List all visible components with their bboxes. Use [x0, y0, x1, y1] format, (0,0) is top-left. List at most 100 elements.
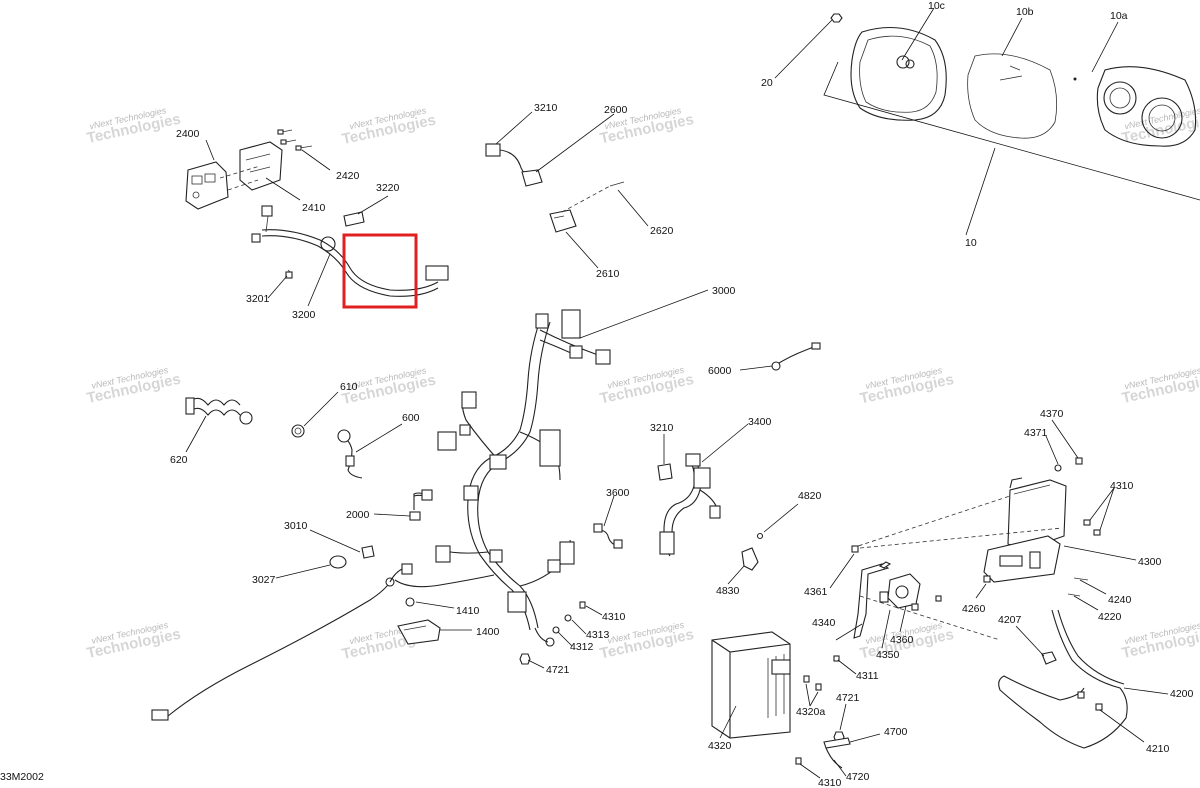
bracket-1400-group — [397, 597, 472, 645]
connector-3220-group — [343, 195, 389, 227]
label-600: 600 — [402, 412, 420, 424]
label-3027: 3027 — [252, 574, 276, 586]
label-4220: 4220 — [1098, 611, 1122, 623]
harness-3400-group — [657, 423, 749, 557]
harness-3200-group — [251, 205, 449, 307]
label-10b: 10b — [1016, 6, 1034, 18]
label-10: 10 — [965, 237, 977, 249]
housing-2410 — [239, 141, 283, 191]
label-4360: 4360 — [890, 634, 914, 646]
label-4721-lower: 4721 — [836, 692, 860, 704]
grommet-610 — [291, 424, 305, 438]
connector-2600 — [521, 169, 543, 187]
clip-1410 — [405, 597, 415, 607]
nut-4260 — [983, 575, 991, 583]
label-20: 20 — [761, 77, 773, 89]
nut-4721 — [519, 653, 531, 665]
connector-top-group — [485, 111, 649, 269]
terminal-group — [795, 703, 881, 779]
label-4320a: 4320a — [796, 706, 825, 718]
label-1400: 1400 — [476, 626, 500, 638]
pin-4220 — [1067, 593, 1081, 597]
label-3010: 3010 — [284, 520, 308, 532]
label-10a: 10a — [1110, 10, 1128, 22]
label-4240: 4240 — [1108, 594, 1132, 606]
battery-support-4300 — [1007, 479, 1067, 551]
cable-lower-left — [167, 581, 391, 717]
screw-4370 — [1075, 457, 1083, 465]
ring-3027 — [329, 555, 347, 569]
sensor-left-group — [185, 391, 403, 479]
label-4350: 4350 — [876, 649, 900, 661]
screw-4311 — [833, 655, 840, 662]
label-4210: 4210 — [1146, 743, 1170, 755]
label-2420: 2420 — [336, 170, 360, 182]
nut-4312 — [552, 626, 560, 634]
switch-housing-group — [185, 129, 331, 210]
clip-4207 — [1041, 651, 1057, 665]
label-4700: 4700 — [884, 726, 908, 738]
label-3210-mid: 3210 — [650, 422, 674, 434]
label-4300: 4300 — [1138, 556, 1162, 568]
bezel-10c — [850, 27, 947, 121]
terminal-4720 — [825, 747, 843, 769]
label-4371: 4371 — [1024, 427, 1048, 439]
label-4721-mid: 4721 — [546, 664, 570, 676]
label-3000: 3000 — [712, 285, 736, 297]
battery-4320 — [711, 631, 791, 739]
screw-4320a — [803, 675, 810, 683]
connector-3220 — [343, 211, 365, 227]
instrument-cluster-group — [774, 7, 1200, 236]
connector-mid-left-group — [275, 489, 433, 579]
highlight-box — [342, 233, 418, 309]
bracket-1400 — [397, 619, 441, 645]
connector-3010 — [361, 545, 375, 559]
label-620: 620 — [170, 454, 188, 466]
label-2400: 2400 — [176, 128, 200, 140]
cover-4830 — [741, 547, 759, 571]
nut-20 — [830, 13, 843, 23]
connector-2610 — [549, 209, 577, 233]
label-4320: 4320 — [708, 740, 732, 752]
label-4310-right: 4310 — [1110, 480, 1134, 492]
screw-4310-lower — [795, 757, 802, 765]
cable-lower-left-group — [151, 563, 413, 721]
bracket-4340-group — [829, 545, 1001, 675]
solenoid-4360 — [887, 573, 921, 609]
label-4260: 4260 — [962, 603, 986, 615]
connector-3600-group — [593, 495, 623, 549]
label-4312: 4312 — [570, 641, 594, 653]
label-2410: 2410 — [302, 202, 326, 214]
label-4830: 4830 — [716, 585, 740, 597]
label-4313: 4313 — [586, 629, 610, 641]
main-harness-group — [394, 289, 709, 647]
label-1410: 1410 — [456, 605, 480, 617]
gauge-10a — [1096, 66, 1197, 147]
connector-3210-mid — [657, 463, 673, 481]
pin-2620 — [609, 181, 625, 187]
screw-4310 — [579, 601, 586, 609]
battery-support-group — [851, 419, 1137, 611]
label-3201: 3201 — [246, 293, 270, 305]
label-2620: 2620 — [650, 225, 674, 237]
label-4200: 4200 — [1170, 688, 1194, 700]
harness-3200 — [261, 229, 439, 291]
label-4340: 4340 — [812, 617, 836, 629]
battery-group — [711, 631, 822, 739]
coil-cord-620 — [191, 397, 241, 416]
main-harness-3000 — [467, 319, 541, 631]
label-10c: 10c — [928, 0, 945, 12]
label-2600: 2600 — [604, 104, 628, 116]
label-2000: 2000 — [346, 509, 370, 521]
sensor-6000 — [773, 345, 817, 367]
cable-4700 — [823, 737, 851, 749]
label-3600: 3600 — [606, 487, 630, 499]
label-3220: 3220 — [376, 182, 400, 194]
label-610: 610 — [340, 381, 358, 393]
label-4310-lower: 4310 — [818, 777, 842, 788]
label-4720: 4720 — [846, 771, 870, 783]
connector-3210-top — [485, 143, 501, 157]
washer-4371 — [1054, 464, 1062, 472]
fuse-group — [727, 503, 799, 585]
